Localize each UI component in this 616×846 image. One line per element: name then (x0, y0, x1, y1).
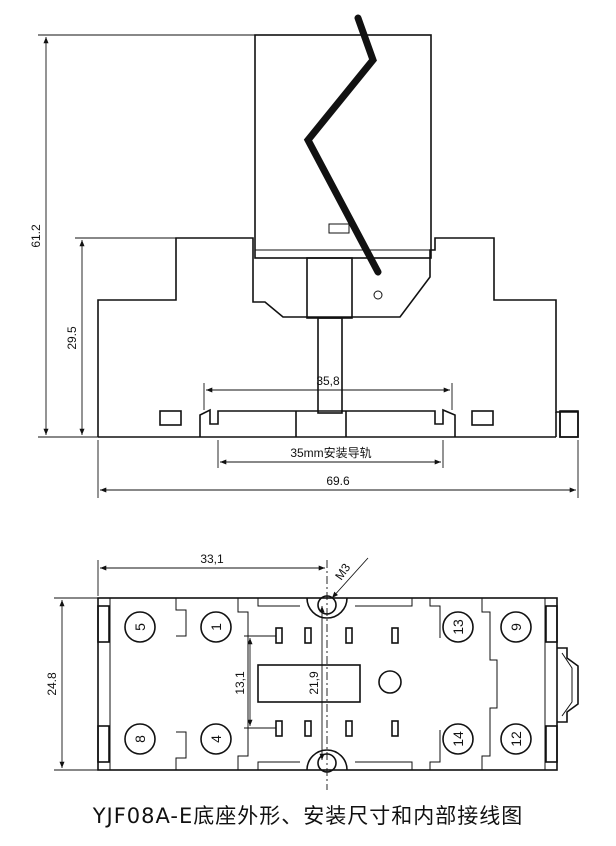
front-dimensions: 61.2 29.5 35,8 35mm安装导轨 69.6 (29, 34, 579, 498)
dim-base-width: 69.6 (326, 474, 350, 488)
dim-pin-pitch-y: 21,9 (307, 671, 321, 695)
terminal-label-13: 13 (450, 619, 466, 635)
dim-rail-span: 35,8 (316, 374, 340, 388)
terminals: 5 1 13 9 8 4 14 12 (124, 611, 532, 755)
dim-screw: M3 (332, 561, 353, 583)
terminal-label-12: 12 (508, 731, 524, 747)
terminal-label-14: 14 (450, 731, 466, 747)
figure-caption: YJF08A-E底座外形、安装尺寸和内部接线图 (92, 804, 524, 828)
dim-base-depth: 24.8 (45, 672, 59, 696)
terminal-circle (200, 611, 232, 643)
latch (557, 647, 579, 723)
socket-base (97, 237, 579, 438)
release-lever (303, 14, 382, 276)
dim-base-height: 29.5 (65, 326, 79, 350)
terminal-circle (124, 611, 156, 643)
relay-body (254, 34, 432, 259)
dim-half-width: 33,1 (200, 552, 224, 566)
din-rail-slot (199, 408, 456, 437)
socket-top-outline (97, 597, 558, 771)
terminal-label-4: 4 (208, 735, 224, 743)
top-view (97, 560, 579, 790)
relay-stem (306, 257, 353, 319)
dim-rail-label: 35mm安装导轨 (290, 445, 371, 460)
terminal-circle (200, 723, 232, 755)
front-view (97, 14, 579, 438)
indicator-hole (373, 290, 383, 300)
terminal-circle (500, 611, 532, 643)
terminal-label-8: 8 (132, 735, 148, 743)
terminal-circle (500, 723, 532, 755)
terminal-label-9: 9 (508, 623, 524, 631)
top-dimensions: 33,1 M3 24.8 13,1 21,9 (45, 552, 369, 771)
dim-total-height: 61.2 (29, 224, 43, 248)
dim-pin-pitch-x: 13,1 (233, 671, 247, 695)
center-hole (378, 670, 402, 694)
terminal-label-1: 1 (208, 623, 224, 631)
terminal-circle (124, 723, 156, 755)
center-slot (257, 664, 361, 703)
terminal-circle (442, 611, 474, 643)
terminal-label-5: 5 (132, 623, 148, 631)
terminal-circle (442, 723, 474, 755)
